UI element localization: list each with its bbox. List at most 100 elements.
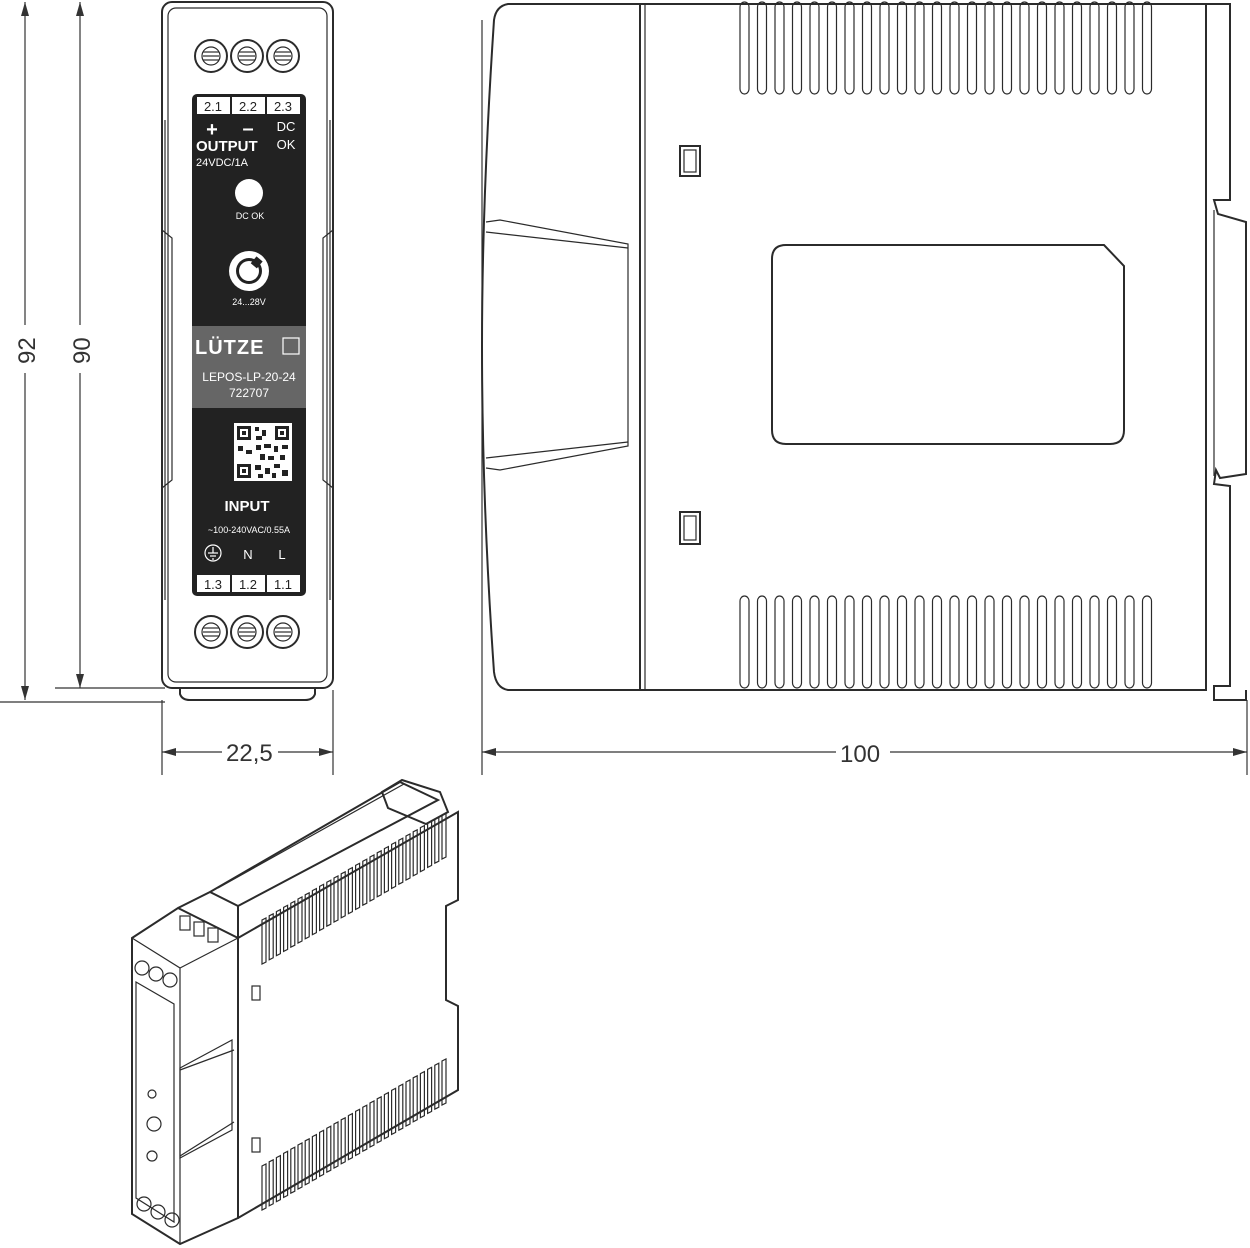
dim-92-label: 92: [14, 337, 41, 364]
iso-vent-slot: [412, 1074, 418, 1123]
dc-ok-top-line1: DC: [277, 119, 296, 134]
iso-vent-slot: [405, 1079, 411, 1127]
vent-slot: [844, 595, 855, 689]
iso-vent-slot: [347, 866, 353, 915]
vent-slot: [1071, 595, 1083, 689]
vent-slot: [931, 595, 943, 689]
terminal-2-1: 2.1: [204, 99, 222, 114]
output-title: OUTPUT: [196, 138, 258, 155]
iso-vent-slot: [319, 883, 325, 932]
iso-vent-slot: [441, 812, 447, 860]
output-rating: 24VDC/1A: [196, 157, 249, 169]
iso-vent-slot: [347, 1112, 353, 1161]
vent-slot: [1054, 595, 1065, 689]
vent-slot: [966, 1, 978, 95]
input-screw-terminals: [194, 615, 300, 649]
side-view: [480, 1, 1247, 701]
iso-vent-slot: [419, 1070, 425, 1119]
iso-vent-slot: [427, 1066, 433, 1115]
terminal-1-1: 1.1: [274, 577, 292, 592]
output-screw-terminals: [194, 39, 300, 73]
vent-slot: [756, 1, 768, 95]
dc-ok-led-label: DC OK: [236, 211, 265, 221]
iso-vent-slot: [340, 870, 346, 919]
vent-slot: [984, 1, 995, 95]
iso-vent-slot: [275, 908, 281, 957]
input-n-label: N: [243, 547, 252, 562]
iso-bottom-vent-slots: [261, 1058, 447, 1211]
iso-vent-slot: [275, 1154, 281, 1203]
iso-top-vent-slots: [261, 812, 447, 965]
vent-slot: [809, 595, 820, 689]
vent-slot: [739, 595, 750, 689]
vent-slot: [756, 595, 768, 689]
iso-vent-slot: [304, 1137, 310, 1186]
iso-vent-slot: [319, 1129, 325, 1178]
iso-vent-slot: [405, 833, 411, 881]
iso-vent-slot: [434, 816, 440, 865]
iso-vent-slot: [383, 1091, 389, 1140]
input-rating: ~100-240VAC/0.55A: [208, 525, 290, 535]
iso-vent-slot: [412, 828, 418, 877]
vent-slot: [949, 595, 960, 689]
vent-slot: [809, 1, 820, 95]
iso-vent-slot: [427, 820, 433, 869]
dimension-100: 100: [481, 20, 1248, 775]
vent-slot: [1124, 1, 1135, 95]
top-vent-slots: [739, 1, 1153, 95]
iso-vent-slot: [333, 1121, 339, 1169]
vent-slot: [844, 1, 855, 95]
vent-slot: [826, 595, 838, 689]
vent-slot: [931, 1, 943, 95]
ground-symbol-icon: [204, 544, 222, 562]
vent-slot: [949, 1, 960, 95]
vent-slot: [1141, 595, 1153, 689]
iso-vent-slot: [311, 887, 317, 936]
vent-slot: [896, 1, 908, 95]
article-number: 722707: [229, 386, 269, 400]
vent-slot: [774, 595, 785, 689]
vent-slot: [791, 595, 803, 689]
vent-slot: [739, 1, 750, 95]
vent-slot: [774, 1, 785, 95]
iso-vent-slot: [283, 1150, 289, 1199]
brand-logo: LÜTZE: [195, 336, 264, 359]
minus-sign: –: [242, 118, 253, 140]
bottom-vent-slots: [739, 595, 1153, 689]
dimension-92: 92: [0, 2, 165, 703]
iso-vent-slot: [268, 912, 274, 961]
iso-vent-slot: [283, 904, 289, 953]
vent-slot: [914, 1, 925, 95]
dim-22-5-label: 22,5: [226, 740, 273, 767]
iso-vent-slot: [333, 875, 339, 923]
vent-slot: [1124, 595, 1135, 689]
terminal-2-3: 2.3: [274, 99, 292, 114]
voltage-potentiometer-icon: [229, 251, 269, 291]
iso-vent-slot: [391, 841, 397, 890]
vent-slot: [861, 1, 873, 95]
dimension-90: 90: [55, 2, 165, 689]
vent-slot: [966, 595, 978, 689]
iso-vent-slot: [398, 837, 404, 886]
iso-vent-slot: [268, 1158, 274, 1207]
iso-vent-slot: [290, 900, 296, 949]
brand-band: [192, 326, 306, 408]
iso-vent-slot: [376, 1095, 382, 1144]
plus-sign: +: [206, 119, 218, 141]
dim-90-label: 90: [69, 337, 96, 364]
iso-vent-slot: [261, 917, 267, 965]
iso-vent-slot: [326, 879, 332, 928]
iso-vent-slot: [304, 891, 310, 940]
dim-100-label: 100: [840, 741, 880, 768]
iso-vent-slot: [326, 1125, 332, 1174]
isometric-view: [131, 778, 459, 1246]
vent-slot: [1089, 1, 1100, 95]
iso-vent-slot: [391, 1087, 397, 1136]
iso-vent-slot: [419, 824, 425, 873]
iso-vent-slot: [362, 1104, 368, 1153]
iso-vent-slot: [369, 1100, 375, 1148]
iso-vent-slot: [441, 1058, 447, 1106]
vent-slot: [1089, 595, 1100, 689]
vent-slot: [879, 1, 890, 95]
